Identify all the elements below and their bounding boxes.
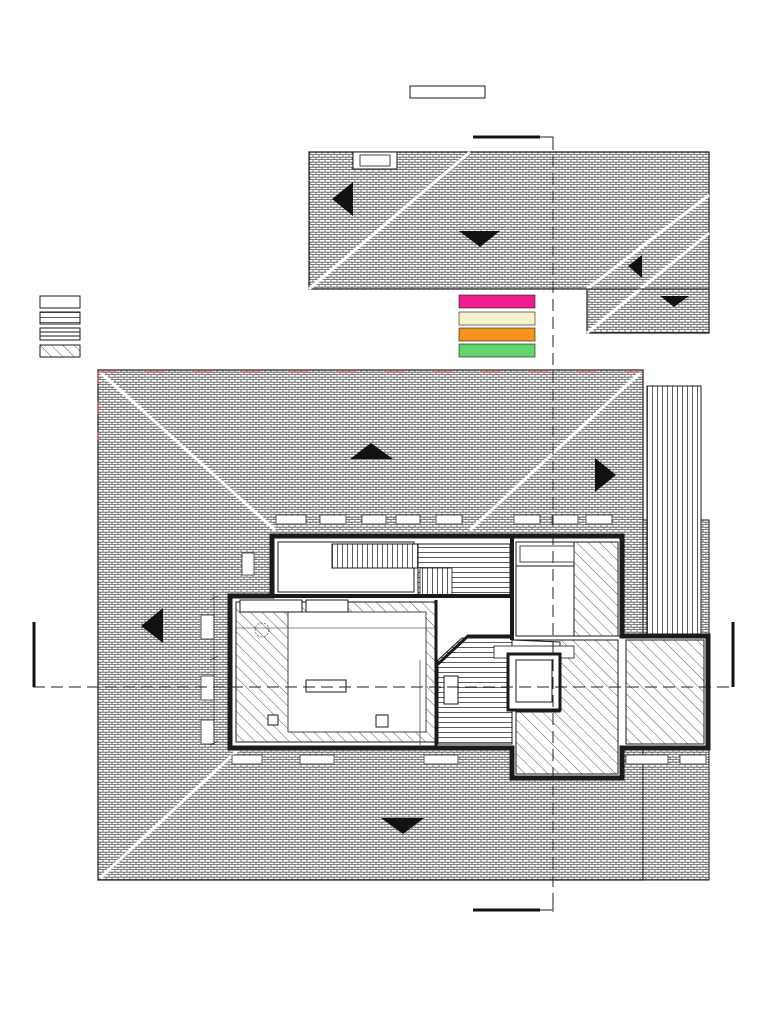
- title-block: [409, 85, 486, 99]
- legend-colors: [458, 294, 536, 358]
- roof-slope-arrows: [141, 182, 689, 834]
- legend-hatch-swatch: [39, 344, 81, 358]
- slope-arrow-left-icon: [332, 182, 353, 216]
- legend-color-green: [458, 343, 536, 358]
- legend-color-cream: [458, 311, 536, 326]
- slope-arrow-down-icon: [459, 231, 500, 247]
- legend-color-orange: [458, 327, 536, 342]
- slope-arrow-up-icon: [350, 443, 393, 459]
- section-lines: [32, 135, 735, 912]
- legend-blank-swatch: [39, 295, 81, 309]
- right-terrace: [646, 385, 702, 637]
- slope-arrow-left-icon: [141, 608, 163, 643]
- slope-arrow-down-icon: [381, 818, 424, 834]
- attic-floor-plan: [209, 533, 711, 781]
- legend-color-magenta: [458, 294, 536, 309]
- upper-roof: [308, 150, 710, 335]
- slope-arrow-left-icon: [628, 255, 642, 278]
- roof-windows: [200, 514, 707, 765]
- slope-arrow-right-icon: [595, 458, 616, 492]
- legend-double-line-swatch: [39, 327, 81, 341]
- slope-arrow-down-icon: [660, 296, 689, 307]
- legend-patterns: [39, 295, 81, 358]
- legend-horizontal-swatch: [39, 311, 81, 325]
